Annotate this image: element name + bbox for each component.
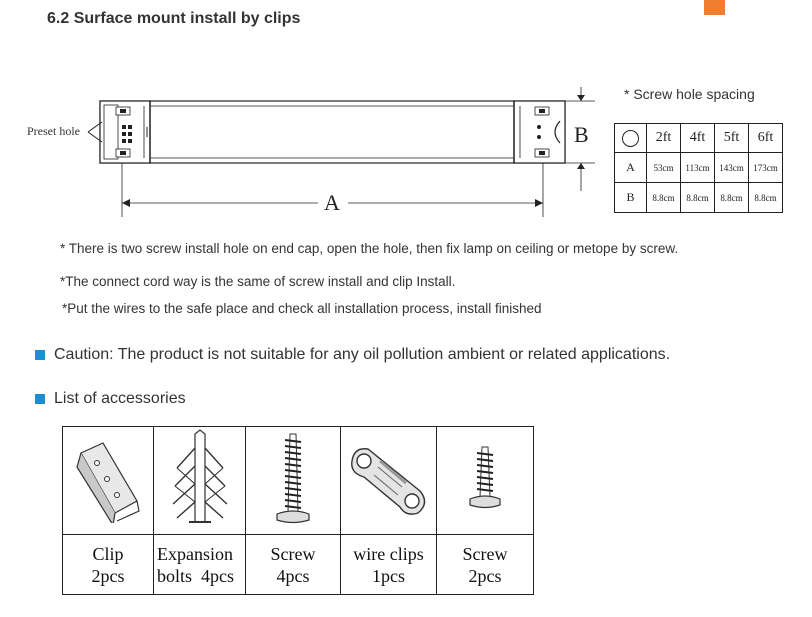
accessory-name-line2: bolts	[157, 565, 193, 586]
spacing-cell: 113cm	[680, 152, 715, 183]
accessory-qty: 2pcs	[468, 565, 502, 586]
note-screw-install: * There is two screw install hole on end…	[60, 241, 679, 256]
accessory-name: Screw	[270, 543, 316, 564]
corner-tab	[704, 0, 725, 15]
accessory-qty: 4pcs	[201, 565, 235, 586]
accessory-label-wire-clips: wire clips 1pcs	[340, 534, 437, 595]
short-screw-icon	[469, 446, 501, 509]
spacing-cell: 8.8cm	[680, 182, 715, 213]
spacing-cell: 8.8cm	[714, 182, 749, 213]
note-wires-safe: *Put the wires to the safe place and che…	[62, 301, 542, 316]
accessory-image-cell	[340, 426, 437, 535]
spacing-cell: 53cm	[646, 152, 681, 183]
spacing-col-header: 4ft	[680, 123, 715, 153]
accessory-name: Clip	[92, 543, 124, 564]
accessory-image-cell	[436, 426, 534, 535]
section-heading: 6.2 Surface mount install by clips	[47, 10, 301, 27]
accessory-qty: 2pcs	[91, 565, 125, 586]
spacing-cell: 143cm	[714, 152, 749, 183]
accessory-image-cell	[245, 426, 341, 535]
accessories-table: Clip 2pcs Expansion bolts 4pcs Screw 4pc…	[62, 426, 534, 595]
accessory-name-qty: bolts 4pcs	[157, 565, 245, 587]
accessory-label-screw-long: Screw 4pcs	[245, 534, 341, 595]
accessories-heading-row: List of accessories	[35, 390, 186, 408]
lamp-diagram	[87, 87, 595, 217]
spacing-table: 2ft 4ft 5ft 6ft A 53cm 113cm 143cm 173cm…	[614, 123, 783, 213]
wire-clip-icon	[350, 448, 425, 515]
accessory-name: wire clips	[353, 543, 424, 564]
note-connect-cord: *The connect cord way is the same of scr…	[60, 274, 456, 289]
circle-icon	[622, 129, 639, 147]
caution-row: Caution: The product is not suitable for…	[35, 346, 670, 364]
spacing-cell: 8.8cm	[646, 182, 681, 213]
dimension-b-label: B	[574, 122, 589, 147]
spacing-col-header: 2ft	[646, 123, 681, 153]
spacing-cell: 8.8cm	[748, 182, 783, 213]
spacing-title: * Screw hole spacing	[624, 86, 755, 102]
accessory-qty: 1pcs	[372, 565, 405, 586]
accessory-label-expansion-bolts: Expansion bolts 4pcs	[153, 534, 246, 595]
accessory-label-clip: Clip 2pcs	[62, 534, 154, 595]
accessory-name: Screw	[462, 543, 508, 564]
bullet-square-icon	[35, 394, 45, 404]
clip-icon	[76, 442, 140, 527]
long-screw-icon	[276, 433, 310, 524]
accessory-label-screw-short: Screw 2pcs	[436, 534, 534, 595]
bullet-square-icon	[35, 350, 45, 360]
dimension-a-label: A	[324, 190, 340, 215]
spacing-col-header: 6ft	[748, 123, 783, 153]
spacing-corner-cell	[614, 123, 647, 153]
spacing-cell: 173cm	[748, 152, 783, 183]
spacing-col-header: 5ft	[714, 123, 749, 153]
spacing-row-label: A	[614, 152, 647, 183]
spacing-row-label: B	[614, 182, 647, 213]
accessory-image-cell	[153, 426, 246, 535]
accessory-name: Expansion	[157, 543, 233, 564]
accessories-heading: List of accessories	[54, 390, 186, 407]
caution-text: Caution: The product is not suitable for…	[54, 346, 671, 363]
preset-hole-label: Preset hole	[27, 124, 80, 138]
accessory-qty: 4pcs	[276, 565, 310, 586]
accessory-image-cell	[62, 426, 154, 535]
expansion-bolt-icon	[172, 429, 227, 523]
